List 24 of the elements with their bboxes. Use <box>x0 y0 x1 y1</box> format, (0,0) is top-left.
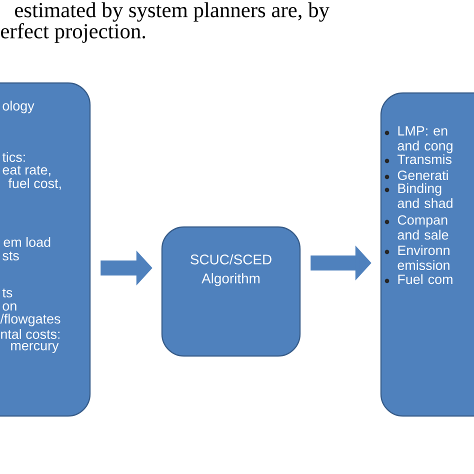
bullet-item: Compan and sale <box>398 215 448 240</box>
bullet-item: Generati <box>398 170 448 180</box>
bullet-item: Transmis <box>398 154 452 164</box>
bullet-item: Binding and shad <box>398 183 452 208</box>
bullet-item: Fuel com <box>398 274 452 284</box>
text-line: /flowgates <box>0 314 60 326</box>
rounded-box <box>0 82 91 417</box>
text-line: tics: <box>2 152 25 162</box>
body-text: erfect projection. <box>1 23 146 43</box>
box-label: SCUC/SCED Algorithm <box>190 254 272 286</box>
text-line: mercury <box>11 343 59 354</box>
text-line: sts <box>2 252 19 260</box>
text-line: em load <box>4 237 50 247</box>
bullet-item: Environn emission <box>398 245 450 270</box>
text-line: ts <box>2 288 12 298</box>
text-line: fuel cost, <box>8 178 61 190</box>
text-line: ntal costs: <box>1 329 60 339</box>
text-line: eat rate, <box>2 166 50 176</box>
rounded-box <box>161 226 301 357</box>
rounded-box <box>380 92 474 417</box>
text-line: ology <box>2 100 34 114</box>
bullet-item: LMP: en and cong <box>398 126 452 154</box>
text-line: on <box>2 303 16 311</box>
body-text: estimated by system planners are, by <box>15 2 330 22</box>
